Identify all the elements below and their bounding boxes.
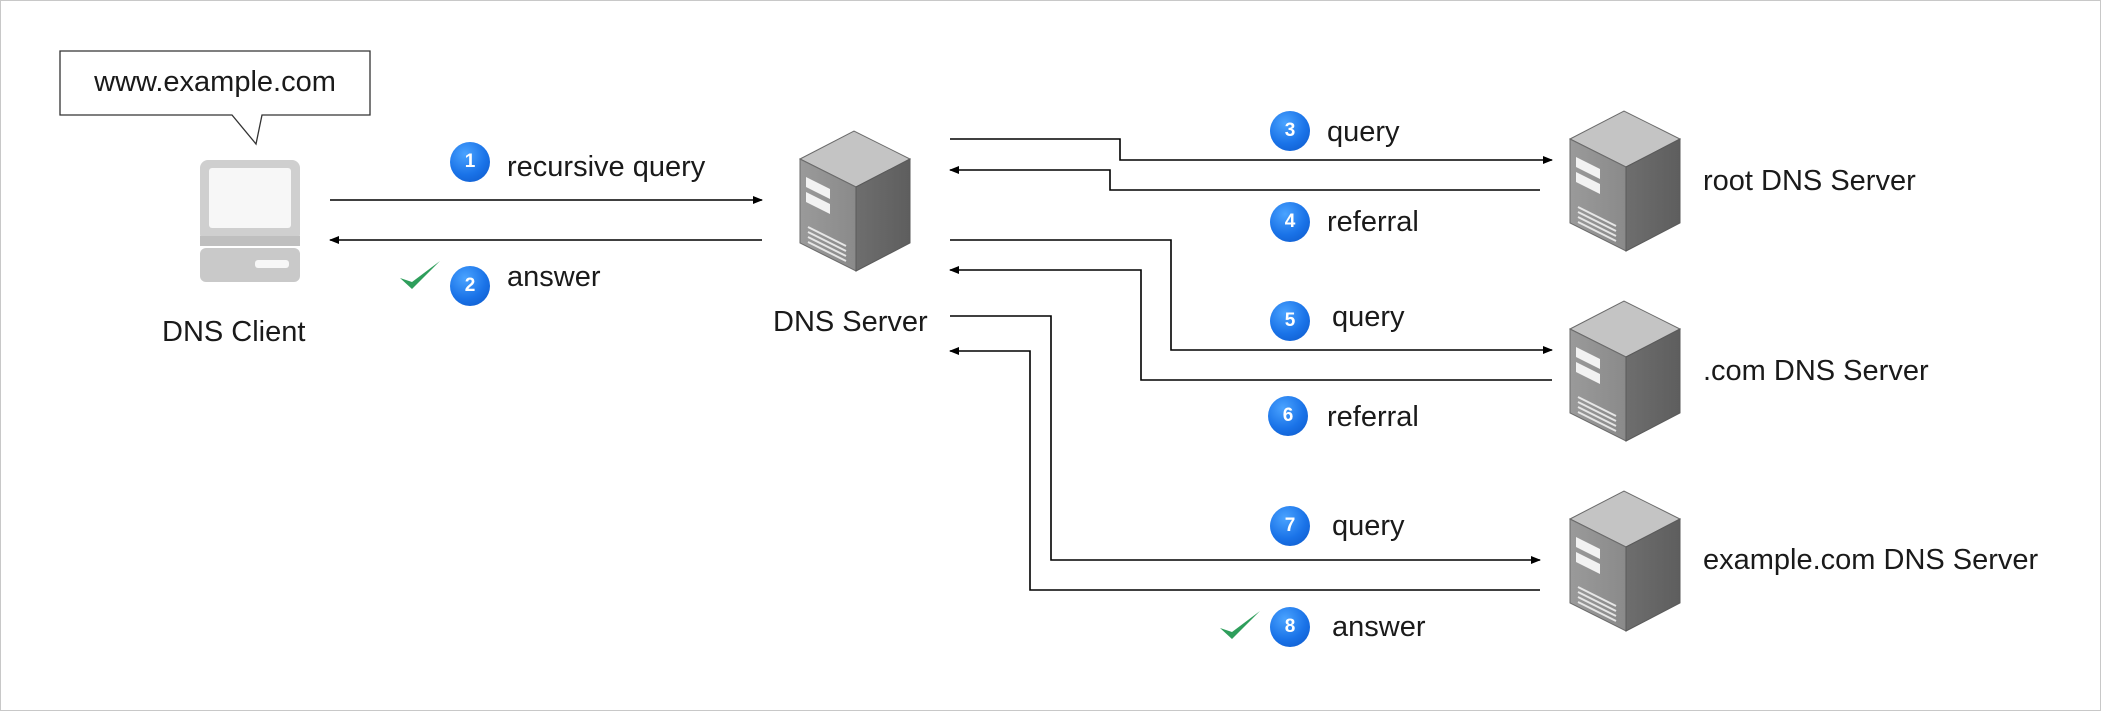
node-label-resolver: DNS Server — [773, 306, 928, 338]
checkmark-icon — [1220, 611, 1260, 639]
callout-text: www.example.com — [94, 66, 336, 98]
arrow-query-tld — [950, 239, 1553, 354]
resolver-server-icon — [799, 130, 911, 272]
step-label-1: recursive query — [507, 151, 706, 183]
step-label-5: query — [1332, 301, 1405, 333]
arrow-referral-root — [949, 166, 1540, 191]
step-label-4: referral — [1327, 206, 1419, 238]
authoritative-server-icon — [1569, 490, 1681, 632]
root-server-icon — [1569, 110, 1681, 252]
step-badge-3: 3 — [1270, 111, 1310, 151]
step-badge-4: 4 — [1270, 202, 1310, 242]
node-label-client: DNS Client — [162, 316, 306, 348]
step-label-2: answer — [507, 261, 601, 293]
step-label-7: query — [1332, 510, 1405, 542]
step-badge-7: 7 — [1270, 506, 1310, 546]
callout-bubble — [59, 50, 371, 146]
checkmark-icon — [400, 261, 440, 289]
arrow-query-authoritative — [950, 315, 1541, 564]
computer-icon — [200, 160, 300, 282]
node-label-root: root DNS Server — [1703, 165, 1916, 197]
arrow-referral-tld — [949, 266, 1552, 381]
node-label-authoritative: example.com DNS Server — [1703, 544, 2039, 576]
step-badge-1: 1 — [450, 142, 490, 182]
step-badge-8: 8 — [1270, 607, 1310, 647]
step-badge-2: 2 — [450, 266, 490, 306]
tld-server-icon — [1569, 300, 1681, 442]
step-badge-5: 5 — [1270, 301, 1310, 341]
arrow-query-root — [950, 138, 1553, 164]
step-badge-6: 6 — [1268, 396, 1308, 436]
step-label-8: answer — [1332, 611, 1426, 643]
arrow-answer-authoritative — [949, 347, 1540, 591]
step-label-6: referral — [1327, 401, 1419, 433]
step-label-3: query — [1327, 116, 1400, 148]
node-label-tld: .com DNS Server — [1703, 355, 1929, 387]
